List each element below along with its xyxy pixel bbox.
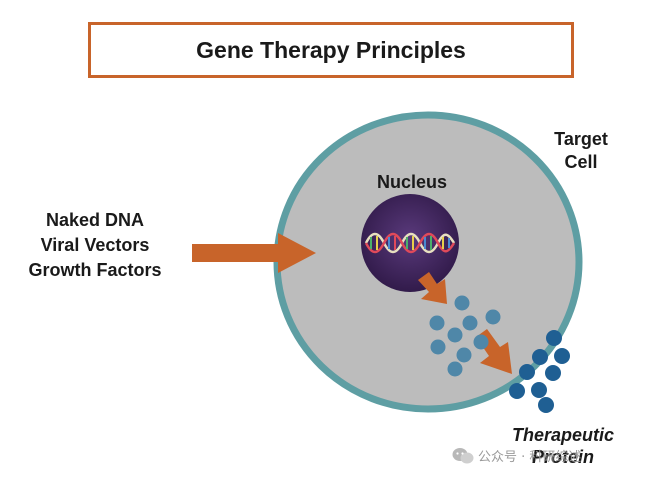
outer-dot	[509, 383, 525, 399]
target-cell-label: Target Cell	[536, 128, 626, 174]
inner-dot	[485, 309, 501, 325]
outer-dot	[554, 348, 570, 364]
input-arrow	[192, 233, 316, 273]
watermark-text: 公众号 · 科研综述	[478, 450, 582, 465]
diagram-title: Gene Therapy Principles	[196, 36, 466, 63]
inner-dot	[473, 334, 489, 350]
inner-dot	[447, 327, 463, 343]
input-viral-vectors: Viral Vectors	[40, 235, 150, 255]
therapy-inputs: Naked DNA Viral Vectors Growth Factors	[0, 208, 190, 283]
inner-dot	[456, 347, 472, 363]
inner-dot	[429, 315, 445, 331]
inner-dot	[447, 361, 463, 377]
outer-dot	[532, 349, 548, 365]
nucleus	[361, 194, 459, 292]
therapeutic-protein-label: Therapeutic Protein	[488, 424, 638, 468]
title-box: Gene Therapy Principles	[88, 22, 574, 78]
input-naked-dna: Naked DNA	[45, 210, 145, 230]
wechat-icon	[452, 447, 474, 463]
outer-protein-dots	[509, 330, 570, 413]
inner-dot	[454, 295, 470, 311]
target-cell-label-line2: Cell	[564, 152, 598, 172]
inner-dot	[430, 339, 446, 355]
dna-helix-icon	[364, 232, 456, 254]
input-growth-factors: Growth Factors	[28, 260, 162, 280]
protein-label-line1: Therapeutic	[511, 425, 615, 445]
inner-dot	[462, 315, 478, 331]
outer-dot	[531, 382, 547, 398]
outer-dot	[545, 365, 561, 381]
target-cell-label-line1: Target	[554, 129, 608, 149]
nucleus-to-protein-arrow	[418, 272, 447, 304]
watermark: 公众号 · 科研综述	[452, 446, 581, 465]
protein-label-line2: Protein	[531, 447, 594, 467]
inner-protein-dots	[429, 295, 501, 377]
outer-dot	[538, 397, 554, 413]
outer-dot	[519, 364, 535, 380]
nucleus-label: Nucleus	[376, 172, 448, 192]
outer-dot	[546, 330, 562, 346]
